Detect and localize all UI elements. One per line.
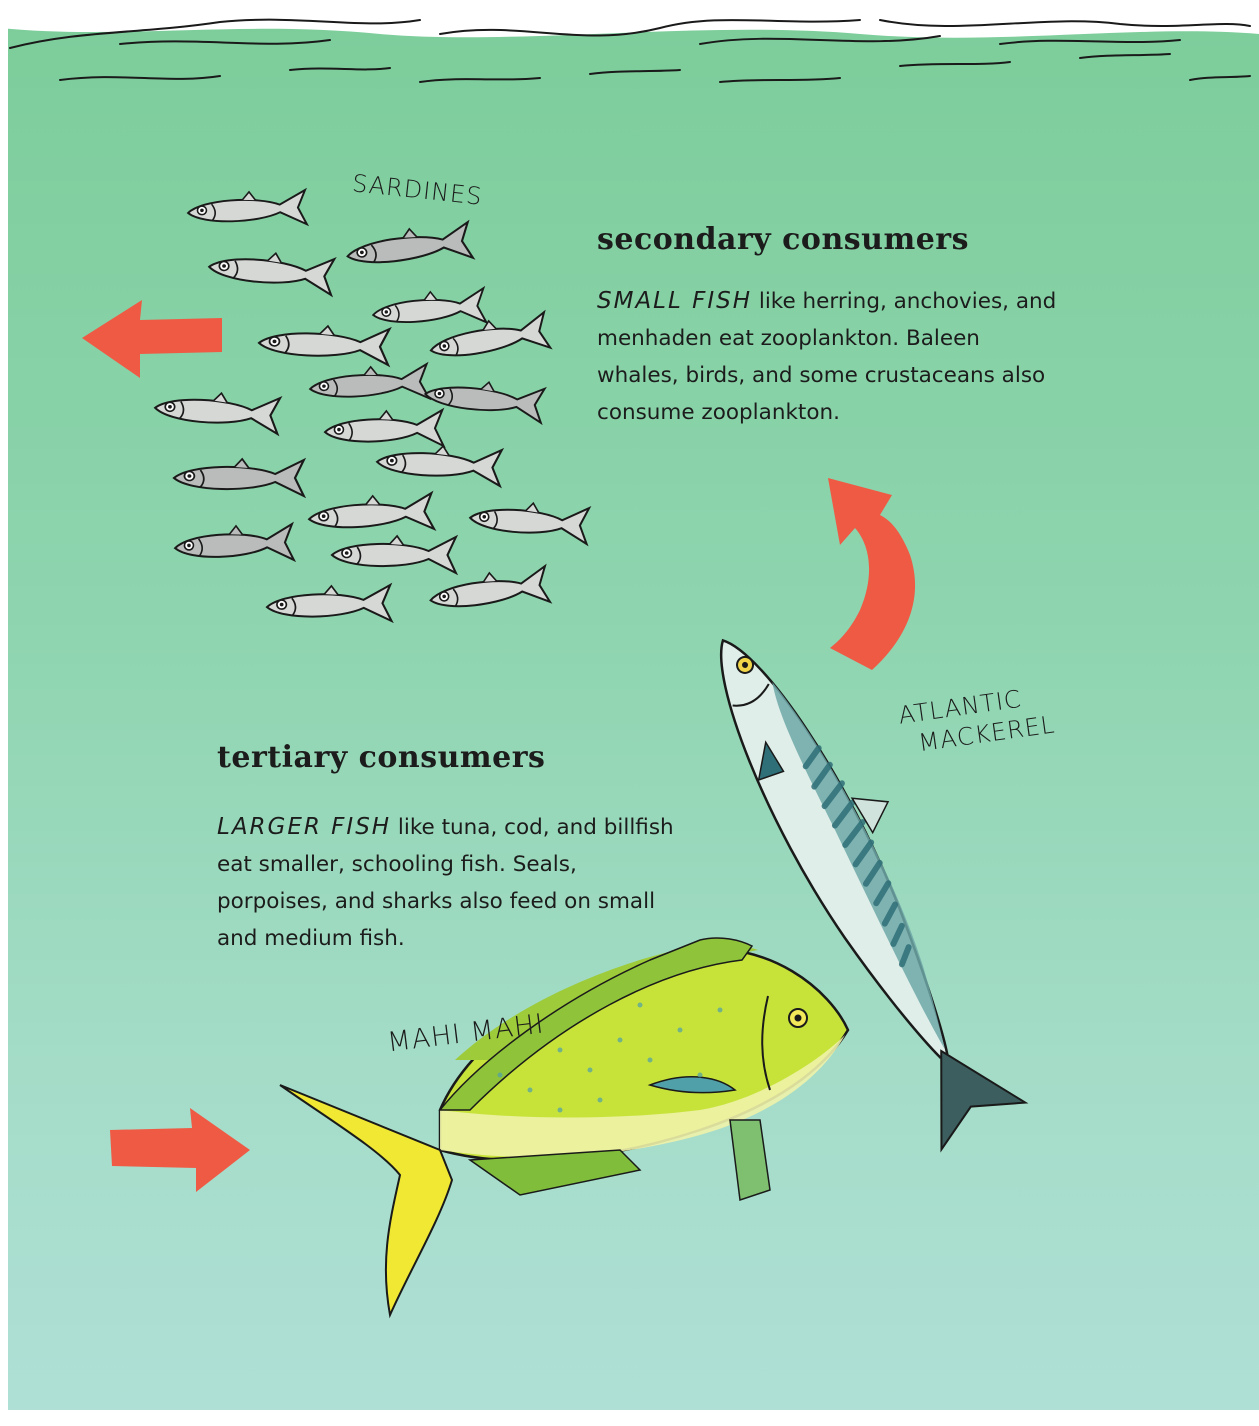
- secondary-consumers-lead: SMALL FISH: [597, 288, 752, 314]
- secondary-consumers-heading: secondary consumers: [597, 222, 1067, 257]
- tertiary-consumers-text: LARGER FISH like tuna, cod, and billfish…: [217, 809, 677, 957]
- tertiary-consumers-section: tertiary consumers LARGER FISH like tuna…: [217, 740, 677, 957]
- tertiary-consumers-heading: tertiary consumers: [217, 740, 677, 775]
- tertiary-consumers-lead: LARGER FISH: [217, 814, 391, 840]
- secondary-consumers-section: secondary consumers SMALL FISH like herr…: [597, 222, 1067, 431]
- secondary-consumers-text: SMALL FISH like herring, anchovies, and …: [597, 283, 1067, 431]
